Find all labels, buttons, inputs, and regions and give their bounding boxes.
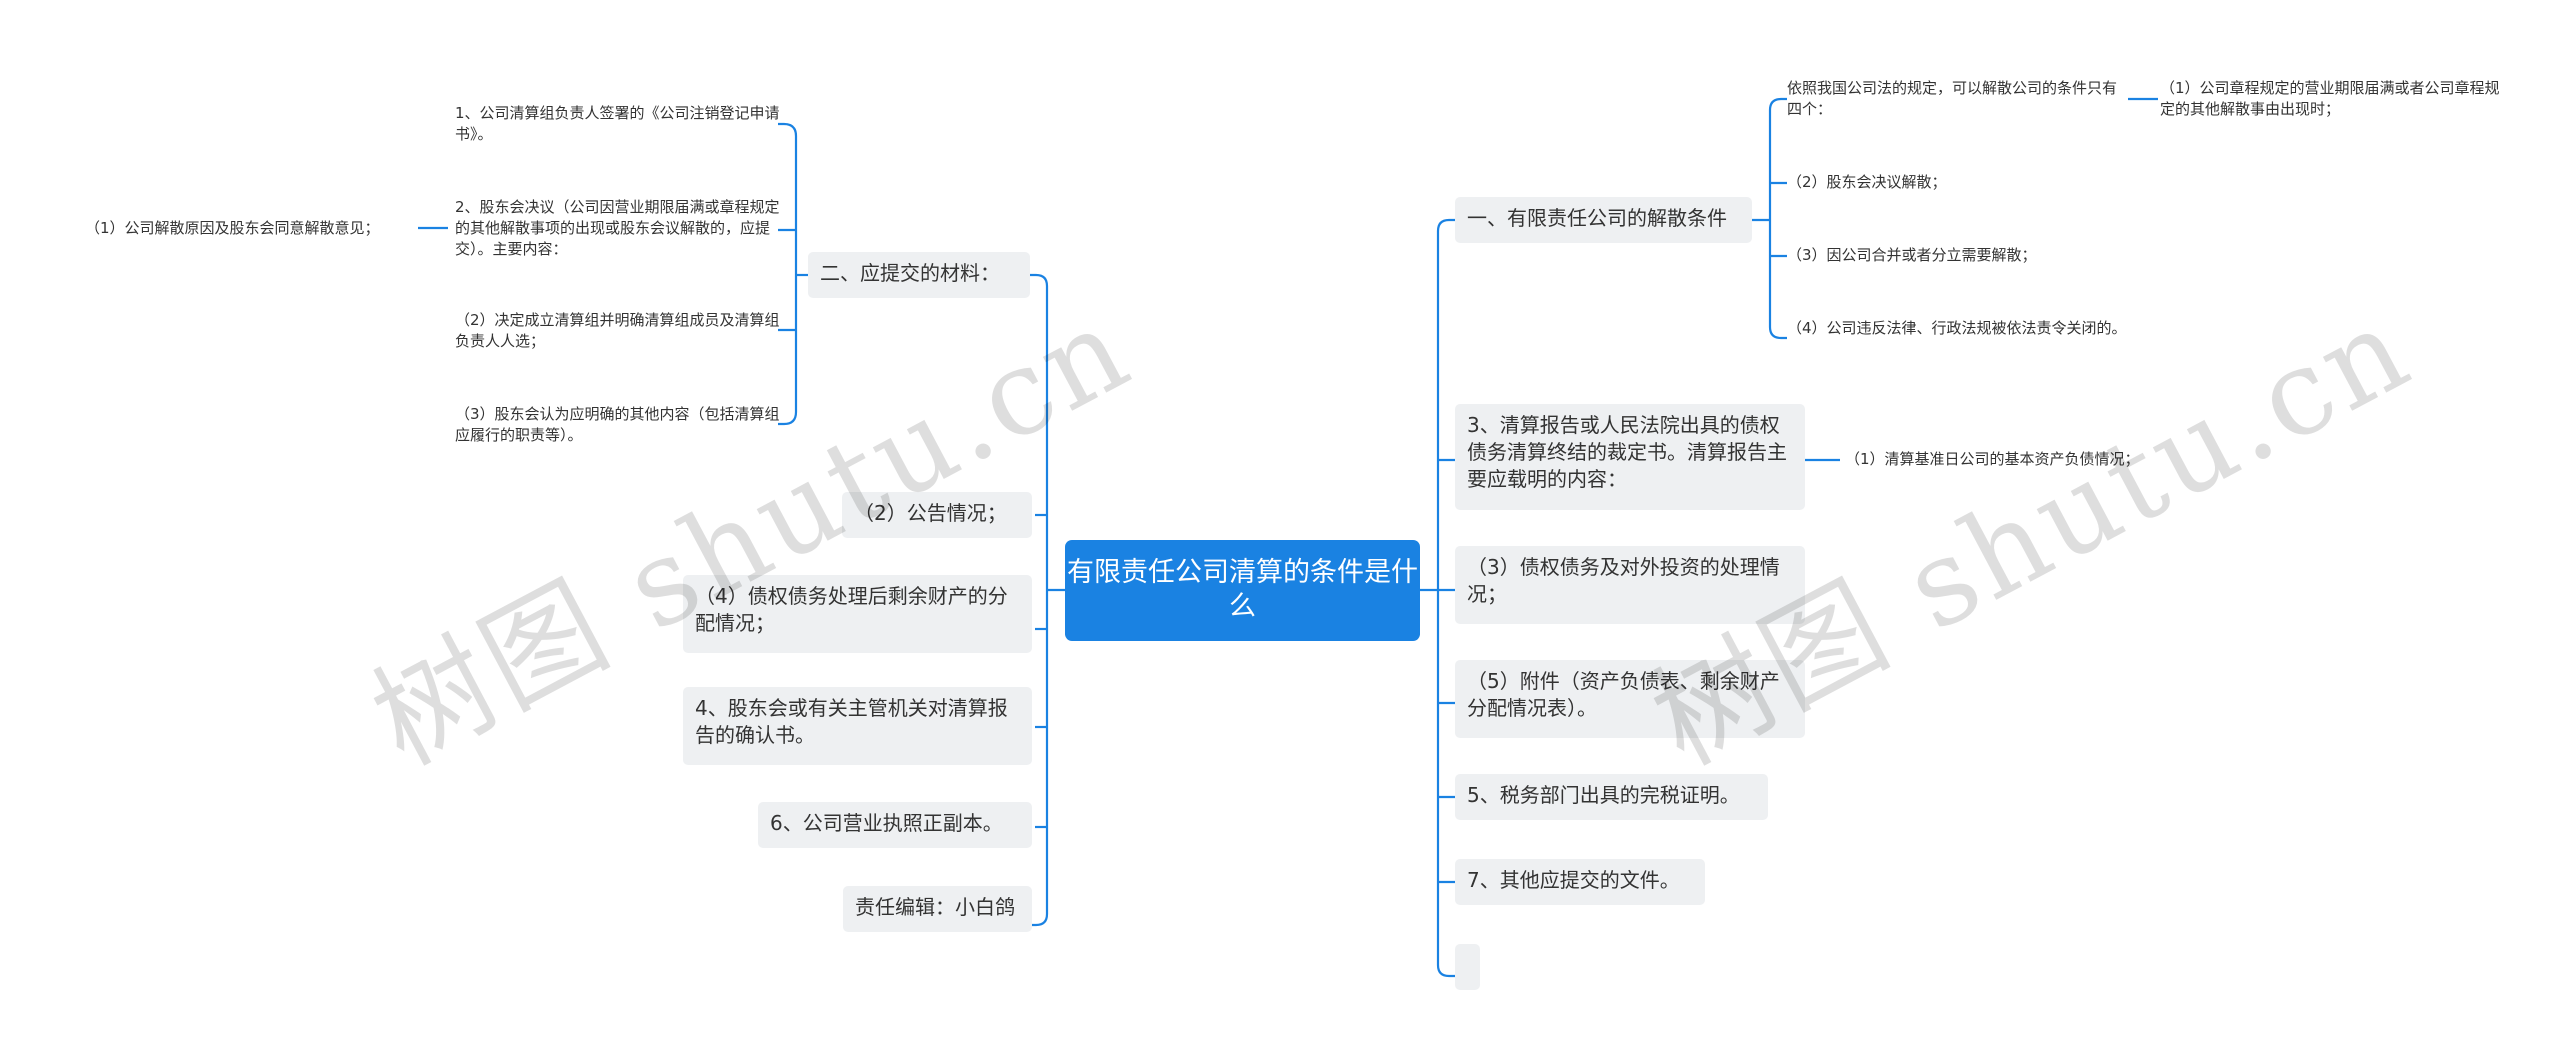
dissolution-item-1-sub[interactable]: （1）公司章程规定的营业期限届满或者公司章程规定的其他解散事由出现时； bbox=[2160, 79, 2500, 118]
dissolution-item-3[interactable]: （3）因公司合并或者分立需要解散； bbox=[1787, 246, 2037, 264]
materials-item-2[interactable]: 2、股东会决议（公司因营业期限届满或章程规定的其他解散事项的出现或股东会议解散的… bbox=[455, 198, 780, 258]
materials-topic[interactable]: 二、应提交的材料： bbox=[808, 252, 1030, 298]
dissolution-item-4[interactable]: （4）公司违反法律、行政法规被依法责令关闭的。 bbox=[1787, 319, 2127, 337]
investment-topic[interactable]: （3）债权债务及对外投资的处理情况； bbox=[1455, 546, 1805, 624]
announce-topic[interactable]: （2）公告情况； bbox=[842, 492, 1032, 538]
dissolution-topic[interactable]: 一、有限责任公司的解散条件 bbox=[1455, 197, 1752, 243]
empty-topic[interactable] bbox=[1455, 944, 1480, 990]
editor-topic[interactable]: 责任编辑：小白鸽 bbox=[843, 886, 1032, 932]
root-topic[interactable]: 有限责任公司清算的条件是什么 bbox=[1065, 540, 1420, 641]
dissolution-item-2[interactable]: （2）股东会决议解散； bbox=[1787, 173, 1947, 191]
materials-item-1[interactable]: 1、公司清算组负责人签署的《公司注销登记申请书》。 bbox=[455, 104, 780, 143]
report-sub[interactable]: （1）清算基准日公司的基本资产负债情况； bbox=[1845, 450, 2140, 468]
license-topic[interactable]: 6、公司营业执照正副本。 bbox=[758, 802, 1032, 848]
tax-topic[interactable]: 5、税务部门出具的完税证明。 bbox=[1455, 774, 1768, 820]
confirm-topic[interactable]: 4、股东会或有关主管机关对清算报告的确认书。 bbox=[683, 687, 1032, 765]
property-topic[interactable]: （4）债权债务处理后剩余财产的分配情况； bbox=[683, 575, 1032, 653]
materials-item-3[interactable]: （2）决定成立清算组并明确清算组成员及清算组负责人人选； bbox=[455, 311, 780, 350]
attachment-topic[interactable]: （5）附件（资产负债表、剩余财产分配情况表）。 bbox=[1455, 660, 1805, 738]
report-topic[interactable]: 3、清算报告或人民法院出具的债权债务清算终结的裁定书。清算报告主要应载明的内容： bbox=[1455, 404, 1805, 510]
dissolution-item-1[interactable]: 依照我国公司法的规定，可以解散公司的条件只有四个： bbox=[1787, 79, 2118, 118]
materials-item-2-sub[interactable]: （1）公司解散原因及股东会同意解散意见； bbox=[85, 219, 380, 237]
materials-item-4[interactable]: （3）股东会认为应明确的其他内容（包括清算组应履行的职责等）。 bbox=[455, 405, 780, 444]
other-topic[interactable]: 7、其他应提交的文件。 bbox=[1455, 859, 1705, 905]
